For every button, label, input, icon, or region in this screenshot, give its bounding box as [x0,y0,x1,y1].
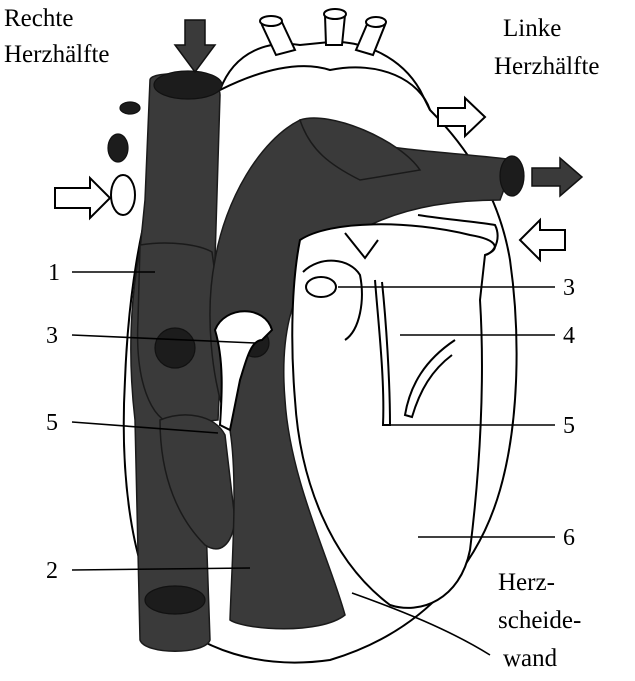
arrow-left-into-pulmonary-vein [520,220,565,260]
vena-cava-bottom-opening [145,586,205,614]
header-left-half-line1: Linke [503,15,561,42]
header-right-half-line1: Rechte [4,5,73,32]
vena-cava-top-opening [154,71,222,99]
left-atrium-opening [306,277,336,297]
vessel-stub-1 [120,102,140,114]
label-3-left: 3 [46,323,58,349]
aorta-branch-1-opening [260,16,282,26]
label-septum-line1: Herz- [498,569,555,596]
vessel-stub-3 [111,175,135,215]
pulmonary-artery-opening [500,156,524,196]
arrow-right-out-pulmonary-artery [532,158,582,196]
aorta-branch-2-opening [324,9,346,19]
label-septum-line2: scheide- [498,607,581,634]
header-left-half-line2: Herzhälfte [494,53,599,80]
label-5-left: 5 [46,410,58,436]
right-atrium-dark-spot [155,328,195,368]
header-right-half-line2: Herzhälfte [4,41,109,68]
arrow-right-into-vena-cava [55,178,110,218]
label-5-right: 5 [563,413,575,439]
label-1: 1 [48,260,60,286]
label-3-right: 3 [563,275,575,301]
label-6: 6 [563,525,575,551]
vessel-stub-2 [108,134,128,162]
arrow-down-superior-vena-cava [175,20,215,72]
label-2: 2 [46,558,58,584]
label-4: 4 [563,323,575,349]
label-septum-line3: wand [503,645,558,672]
aorta-branch-3-opening [366,17,386,27]
